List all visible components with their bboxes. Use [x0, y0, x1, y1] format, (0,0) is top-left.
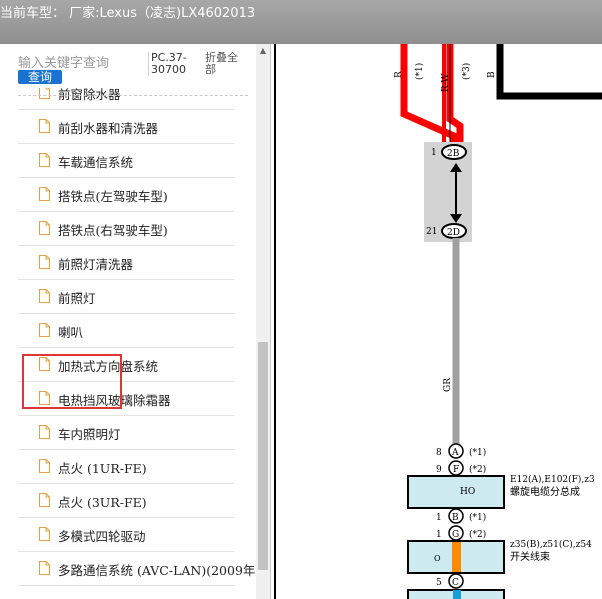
tree-item[interactable]: 搭铁点(右驾驶车型)	[18, 212, 234, 246]
spiral-cable-inner: HO	[460, 487, 475, 497]
document-icon	[39, 153, 50, 167]
connector-2b-label: 2B	[447, 149, 460, 159]
orange-wire-segment	[452, 542, 461, 572]
note-label-1: (*1)	[414, 63, 425, 80]
search-input[interactable]	[18, 54, 136, 72]
tree-item-label: 前照灯	[58, 291, 96, 306]
tree-item[interactable]: 多路通信系统 (AVC-LAN)(2009年7	[18, 552, 256, 586]
document-icon	[39, 459, 50, 473]
document-icon	[39, 357, 50, 371]
query-button[interactable]: 查询	[18, 70, 62, 84]
sidebar: 查询 PC.37-30700 折叠全部 前窗除水器前刮水器和清洗器车载通信系统搭…	[0, 44, 271, 599]
wire-label-rw: R-W	[441, 73, 451, 92]
document-icon	[39, 119, 50, 133]
tree-item[interactable]: 前照灯	[18, 280, 234, 314]
divider	[18, 95, 248, 96]
wiring-diagram: R (*1) R-W (*3) B 2B 1 2D 21 GR A 8 (*1)…	[274, 44, 602, 599]
switch-harness-name: 开关线束	[510, 550, 550, 563]
tree-item-label: 车内照明灯	[58, 427, 121, 442]
pin-c	[448, 573, 464, 589]
document-icon	[39, 255, 50, 269]
tree-item-label: 点火 (3UR-FE)	[58, 495, 147, 510]
tree-item[interactable]: 前照灯清洗器	[18, 246, 234, 280]
window-title: 当前车型： 厂家:Lexus（凌志)LX4602013	[0, 6, 256, 21]
pin-f-note: (*2)	[469, 464, 486, 475]
spiral-cable-name: 螺旋电缆分总成	[510, 485, 580, 498]
tree-item[interactable]: 加热式方向盘系统	[18, 348, 234, 382]
scrollbar[interactable]: ▲	[256, 44, 270, 599]
document-icon	[39, 561, 50, 575]
connector-2b-pin: 1	[431, 148, 437, 158]
tree-item-label: 多路通信系统 (AVC-LAN)(2009年7	[58, 563, 256, 578]
collapse-all-button[interactable]: 折叠全部	[205, 51, 238, 76]
document-icon	[39, 88, 50, 99]
tree-item-label: 电热挡风玻璃除霜器	[58, 393, 171, 408]
pin-a-label: A	[451, 448, 459, 458]
connector-2d-label: 2D	[447, 228, 460, 238]
tree-item[interactable]: 前刮水器和清洗器	[18, 110, 234, 144]
tree-item[interactable]: 电热挡风玻璃除霜器	[18, 382, 234, 416]
wire-label-r: R	[394, 71, 404, 78]
connector-2d-pin: 21	[426, 227, 437, 237]
scroll-up-arrow-icon[interactable]: ▲	[259, 46, 267, 55]
pin-b	[448, 508, 464, 524]
pin-g-note: (*2)	[469, 529, 486, 540]
pin-b-note: (*1)	[469, 512, 486, 523]
tree-item-label: 车载通信系统	[58, 155, 134, 170]
switch-harness-code: z35(B),z51(C),z54	[510, 539, 592, 550]
tree-item[interactable]: 前窗除水器	[18, 88, 234, 110]
scroll-thumb[interactable]	[258, 342, 268, 570]
document-icon	[39, 289, 50, 303]
document-icon	[39, 323, 50, 337]
blue-wire-segment	[453, 590, 461, 599]
pin-g-number: 1	[436, 530, 442, 540]
tree-item[interactable]: 多模式四轮驱动	[18, 518, 234, 552]
document-icon	[39, 425, 50, 439]
highlight-box	[22, 354, 122, 409]
tree-item[interactable]: 喇叭	[18, 314, 234, 348]
tree-item[interactable]: 点火 (3UR-FE)	[18, 484, 234, 518]
pin-a-note: (*1)	[469, 447, 486, 458]
pin-g-label: G	[452, 530, 459, 540]
document-icon	[39, 493, 50, 507]
note-label-3: (*3)	[461, 63, 472, 80]
tree-item-label: 喇叭	[58, 325, 84, 340]
tree-item-label: 前刮水器和清洗器	[58, 121, 159, 136]
tree-item[interactable]: 车载通信系统	[18, 144, 234, 178]
title-bar: 当前车型： 厂家:Lexus（凌志)LX4602013	[0, 0, 602, 44]
spiral-cable-component	[407, 475, 505, 509]
tree-item-label: 点火 (1UR-FE)	[58, 461, 147, 476]
pin-c-label: C	[452, 578, 459, 588]
document-icon	[39, 187, 50, 201]
black-wire-b	[496, 44, 602, 100]
wire-label-gr: GR	[443, 378, 453, 392]
spiral-cable-code: E12(A),E102(F),z3	[510, 474, 595, 485]
tree-item-label: 多模式四轮驱动	[58, 529, 146, 544]
tree-item-label: 加热式方向盘系统	[58, 359, 159, 374]
down-arrow-icon	[450, 214, 462, 223]
wire-label-b: B	[487, 71, 497, 78]
pin-b-label: B	[452, 513, 459, 523]
document-icon	[39, 221, 50, 235]
tree-item-label: 前照灯清洗器	[58, 257, 134, 272]
tree-item[interactable]: 点火 (1UR-FE)	[18, 450, 234, 484]
connector-2b	[441, 144, 467, 160]
pin-c-number: 5	[436, 578, 442, 588]
pin-b-number: 1	[436, 513, 442, 523]
tree-item-label: 搭铁点(左驾驶车型)	[58, 189, 168, 204]
tree-item-label: 搭铁点(右驾驶车型)	[58, 223, 168, 238]
switch-harness-inner: O	[434, 554, 441, 563]
tree-item[interactable]: 车内照明灯	[18, 416, 234, 450]
pin-a-number: 8	[436, 448, 442, 458]
up-arrow-icon	[450, 163, 462, 172]
tree-list: 前窗除水器前刮水器和清洗器车载通信系统搭铁点(左驾驶车型) 搭铁点(右驾驶车型) 前…	[0, 88, 256, 599]
pin-f-label: F	[453, 465, 459, 475]
tree-item[interactable]: 搭铁点(左驾驶车型)	[18, 178, 234, 212]
wiring-diagram-svg: R (*1) R-W (*3) B 2B 1 2D 21 GR A 8 (*1)…	[394, 44, 602, 599]
document-icon	[39, 391, 50, 405]
pin-f-number: 9	[436, 465, 442, 475]
pin-a	[448, 443, 464, 459]
pc-code-label: PC.37-30700	[148, 52, 197, 76]
document-icon	[39, 527, 50, 541]
